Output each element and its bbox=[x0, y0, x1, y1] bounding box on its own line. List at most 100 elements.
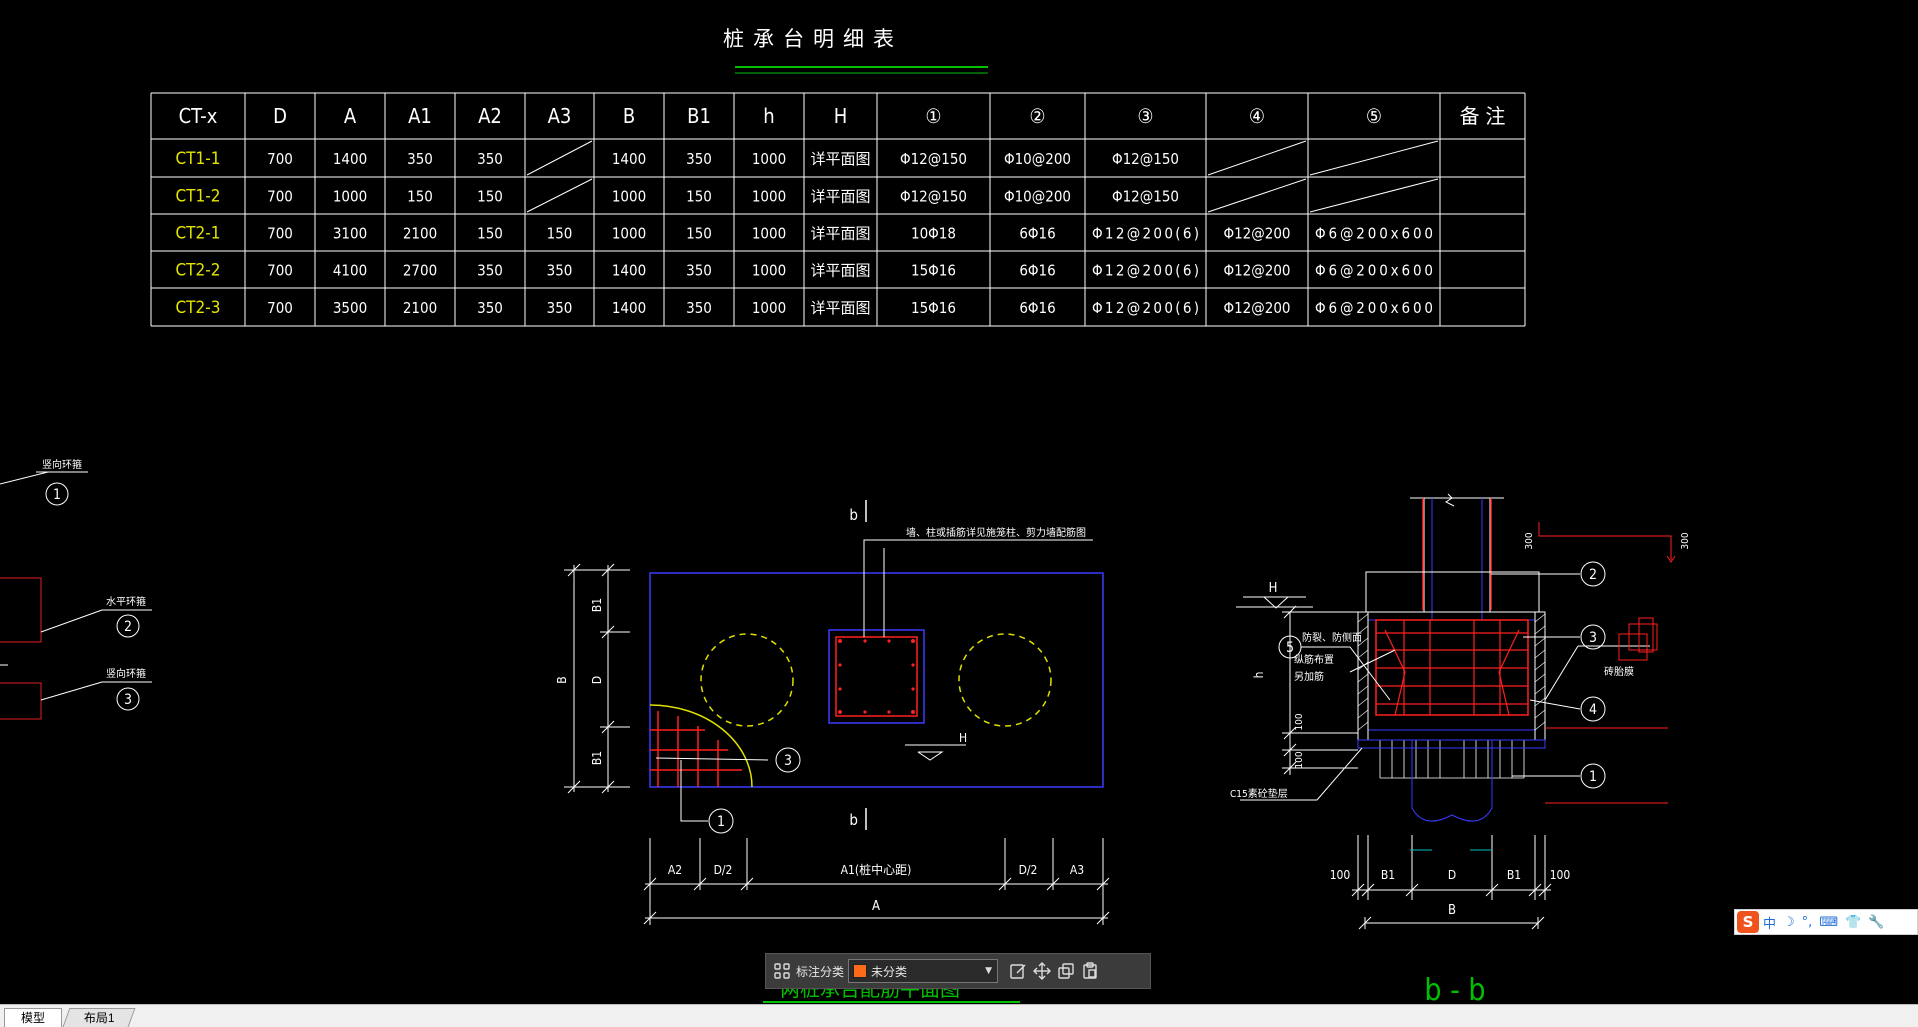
table-cell: 1400 bbox=[612, 299, 646, 317]
annotation-category-select[interactable]: 未分类 ▼ bbox=[848, 959, 999, 983]
chevron-down-icon: ▼ bbox=[985, 966, 993, 976]
table-cell: 700 bbox=[267, 262, 293, 280]
left-callout-2: 2 bbox=[124, 619, 132, 635]
annotation-toolbar: 标注分类 未分类 ▼ bbox=[765, 953, 1151, 989]
table-cell: 6Φ16 bbox=[1019, 225, 1055, 243]
table-cell: 6Φ16 bbox=[1019, 262, 1055, 280]
wrench-icon[interactable]: 🔧 bbox=[1868, 914, 1885, 930]
table-empty-cell-slash bbox=[1207, 178, 1307, 213]
plan-dim-d: D bbox=[590, 676, 604, 684]
table-cell: 1400 bbox=[333, 150, 367, 168]
left-callout-1: 1 bbox=[53, 487, 61, 503]
table-row-label: CT2-1 bbox=[176, 224, 221, 244]
section-note-5-line2: 纵筋布置 bbox=[1294, 653, 1334, 666]
left-partial-detail bbox=[0, 471, 152, 720]
section-dim-300a: 300 bbox=[1524, 532, 1535, 549]
punctuation-icon[interactable]: °, bbox=[1801, 914, 1813, 930]
keyboard-icon[interactable]: ⌨ bbox=[1819, 914, 1839, 930]
table-cell: 150 bbox=[547, 225, 573, 243]
section-callout-1: 1 bbox=[1589, 769, 1597, 785]
table-cell: 1000 bbox=[612, 188, 646, 206]
table-cell: Φ12@150 bbox=[900, 188, 967, 206]
section-callout-2: 2 bbox=[1589, 567, 1597, 583]
table-cell: 350 bbox=[477, 150, 503, 168]
table-cell: Φ12@200 bbox=[1223, 262, 1290, 280]
table-cell: 700 bbox=[267, 299, 293, 317]
section-dim-d: D bbox=[1448, 868, 1456, 882]
section-note-5-line3: 另加筋 bbox=[1294, 670, 1324, 683]
section-dim-100-right: 100 bbox=[1550, 868, 1571, 882]
category-value: 未分类 bbox=[871, 964, 908, 979]
table-title: 桩承台明细表 bbox=[723, 27, 903, 51]
table-cell: 350 bbox=[477, 299, 503, 317]
tab-layout1-label: 布局1 bbox=[83, 1011, 115, 1025]
table-cell: Φ6@200x600 bbox=[1315, 262, 1433, 280]
tab-model[interactable]: 模型 bbox=[4, 1008, 62, 1027]
table-cell: 150 bbox=[407, 188, 433, 206]
table-cell: 10Φ18 bbox=[911, 225, 956, 243]
pile-circle-right bbox=[958, 633, 1052, 727]
table-header-cell: ⑤ bbox=[1366, 104, 1382, 128]
ime-chinese-mode[interactable]: 中 bbox=[1763, 916, 1777, 932]
table-empty-cell-slash bbox=[526, 140, 593, 176]
table-header-cell: ④ bbox=[1249, 104, 1265, 128]
table-cell: 700 bbox=[267, 188, 293, 206]
edit-icon[interactable] bbox=[1006, 959, 1030, 983]
table-cell: Φ10@200 bbox=[1004, 150, 1071, 168]
table-cell: 1000 bbox=[752, 262, 786, 280]
section-level-mark: H bbox=[1269, 581, 1278, 596]
table-cell: Φ6@200x600 bbox=[1315, 299, 1433, 317]
ime-logo-icon[interactable]: S bbox=[1737, 911, 1759, 933]
table-cell: 700 bbox=[267, 150, 293, 168]
table-cell: 1400 bbox=[612, 262, 646, 280]
grid-icon[interactable] bbox=[770, 959, 794, 983]
skin-icon[interactable]: 👕 bbox=[1845, 914, 1862, 930]
layout-tab-bar: 模型 布局1 bbox=[0, 1004, 1918, 1027]
move-icon[interactable] bbox=[1030, 959, 1054, 983]
ime-status-bar[interactable]: S 中 ☽ °, ⌨ 👕 🔧 bbox=[1734, 909, 1918, 935]
table-cell: Φ6@200x600 bbox=[1315, 225, 1433, 243]
section-dim-b1-left: B1 bbox=[1381, 868, 1395, 882]
table-cell: 350 bbox=[686, 299, 712, 317]
section-dim-b-total: B bbox=[1448, 903, 1456, 918]
table-row-label: CT1-2 bbox=[176, 187, 221, 207]
table-empty-cell-slash bbox=[1309, 178, 1439, 213]
column-outline bbox=[828, 629, 925, 724]
category-color-swatch bbox=[853, 964, 868, 978]
pile-circle-left bbox=[700, 633, 794, 727]
table-header-cell: ② bbox=[1029, 104, 1045, 128]
section-callout-5: 5 bbox=[1286, 640, 1294, 656]
table-cell: 150 bbox=[686, 225, 712, 243]
brick-formwork-note: 砖胎膜 bbox=[1604, 665, 1634, 678]
table-row-label: CT2-3 bbox=[176, 298, 221, 318]
section-callout-3: 3 bbox=[1589, 630, 1597, 646]
plan-section-mark-bottom: b bbox=[849, 811, 858, 829]
table-cell: 6Φ16 bbox=[1019, 299, 1055, 317]
table-cell: Φ12@150 bbox=[900, 150, 967, 168]
table-header-cell: A1 bbox=[408, 104, 432, 128]
copy-icon[interactable] bbox=[1054, 959, 1078, 983]
paste-icon[interactable] bbox=[1078, 959, 1102, 983]
table-header-cell: 备 注 bbox=[1460, 104, 1506, 128]
plan-dim-b1-top: B1 bbox=[590, 598, 604, 612]
table-cell: 详平面图 bbox=[810, 150, 870, 168]
table-header-cell: A3 bbox=[548, 104, 572, 128]
table-cell: 350 bbox=[686, 150, 712, 168]
pile-cap-plan bbox=[564, 500, 1110, 925]
table-cell: 150 bbox=[477, 225, 503, 243]
table-cell: Φ12@200 bbox=[1223, 299, 1290, 317]
table-cell: 1000 bbox=[612, 225, 646, 243]
table-cell: 1000 bbox=[752, 225, 786, 243]
moon-icon[interactable]: ☽ bbox=[1783, 914, 1795, 930]
plan-dim-b-total: B bbox=[555, 676, 569, 683]
tab-layout1[interactable]: 布局1 bbox=[62, 1008, 136, 1027]
table-cell: 15Φ16 bbox=[911, 299, 956, 317]
left-label-2: 水平环箍 bbox=[106, 595, 146, 608]
plan-dim-d2-right: D/2 bbox=[1019, 863, 1038, 877]
table-header-cell: ③ bbox=[1137, 104, 1153, 128]
table-cell: 2700 bbox=[403, 262, 437, 280]
table-row-label: CT1-1 bbox=[176, 149, 221, 169]
section-title: b - b bbox=[1424, 973, 1485, 1008]
